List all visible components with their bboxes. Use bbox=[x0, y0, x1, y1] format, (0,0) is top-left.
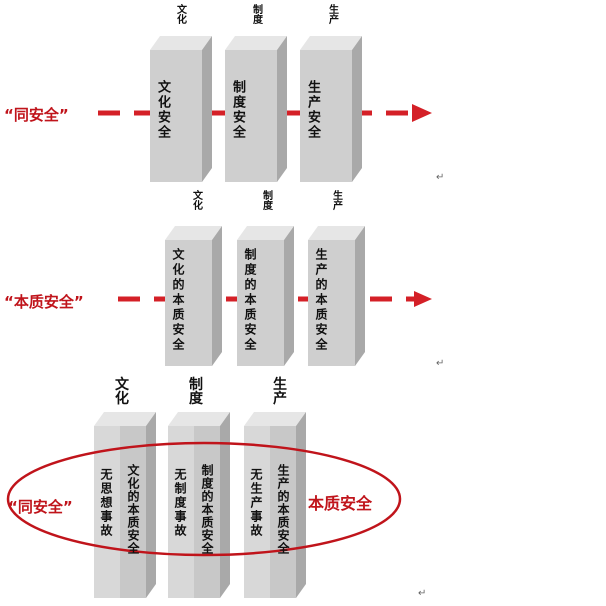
caption-text: 文化 bbox=[193, 191, 203, 212]
row3-culture-right-text: 文化的本质安全 bbox=[126, 464, 140, 555]
row1-box-production-text: 生产安全 bbox=[305, 80, 320, 140]
caption-text: 生产 bbox=[273, 377, 287, 407]
row1-caption-system: 制度 bbox=[248, 6, 268, 26]
row2-box-production-text: 生产的本质安全 bbox=[314, 248, 328, 353]
row3-system-right-text: 制度的本质安全 bbox=[200, 464, 214, 555]
row2-box-production bbox=[308, 226, 365, 366]
row3-box-culture bbox=[94, 412, 156, 598]
row3-caption-production: 生产 bbox=[268, 378, 292, 406]
caption-text: 制度 bbox=[189, 377, 203, 407]
row2-label: “本质安全” bbox=[4, 293, 84, 311]
row3-ellipse bbox=[6, 441, 402, 557]
row1-box-production bbox=[300, 36, 362, 182]
row1-box-culture-text: 文化安全 bbox=[155, 80, 170, 140]
row2-return-mark: ↵ bbox=[436, 358, 445, 369]
caption-text: 制度 bbox=[253, 5, 263, 26]
row1-arrow-head bbox=[412, 104, 432, 122]
row3-system-left-text: 无制度事故 bbox=[173, 468, 187, 538]
row3-culture-left-text: 无思想事故 bbox=[99, 468, 113, 538]
caption-text: 生产 bbox=[329, 5, 339, 26]
row1-caption-culture: 文化 bbox=[172, 6, 192, 26]
row2-box-culture-text: 文化的本质安全 bbox=[171, 248, 185, 353]
row3-production-right-text: 生产的本质安全 bbox=[276, 464, 290, 555]
row3-box-system bbox=[168, 412, 230, 598]
caption-text: 文化 bbox=[115, 377, 129, 407]
row3-box-production bbox=[244, 412, 306, 598]
caption-text: 文化 bbox=[177, 5, 187, 26]
caption-text: 制度 bbox=[263, 191, 273, 212]
row3-left-label: “同安全” bbox=[8, 498, 73, 516]
row3-right-label: 本质安全 bbox=[308, 494, 373, 513]
row2-caption-system: 制度 bbox=[258, 192, 278, 212]
row3-return-mark: ↵ bbox=[418, 588, 427, 599]
row1-box-system bbox=[225, 36, 287, 182]
row3-caption-system: 制度 bbox=[184, 378, 208, 406]
row2-caption-culture: 文化 bbox=[188, 192, 208, 212]
row1-box-culture bbox=[150, 36, 212, 182]
row1-return-mark: ↵ bbox=[436, 172, 445, 183]
row2-caption-production: 生产 bbox=[328, 192, 348, 212]
caption-text: 生产 bbox=[333, 191, 343, 212]
row2-box-system bbox=[237, 226, 294, 366]
row2-arrow-head bbox=[414, 291, 432, 307]
row1-caption-production: 生产 bbox=[324, 6, 344, 26]
row2-box-culture bbox=[165, 226, 222, 366]
row3-production-left-text: 无生产事故 bbox=[249, 468, 263, 538]
row1-box-system-text: 制度安全 bbox=[230, 80, 245, 140]
row1-label: “同安全” bbox=[4, 106, 69, 124]
row2-box-system-text: 制度的本质安全 bbox=[243, 248, 257, 353]
row3-caption-culture: 文化 bbox=[110, 378, 134, 406]
